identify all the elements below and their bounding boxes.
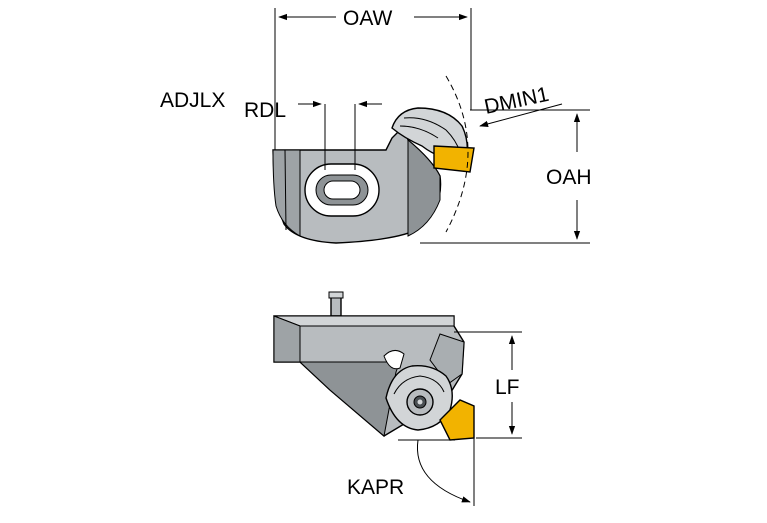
top-view-insert — [433, 145, 475, 173]
dmin1-dimension: DMIN1 — [479, 83, 563, 127]
rdl-label: RDL — [244, 99, 286, 122]
dmin1-arc — [445, 75, 469, 233]
top-view — [272, 75, 475, 244]
oah-dimension: OAH — [420, 109, 592, 244]
kapr-label: KAPR — [347, 476, 404, 499]
oaw-label: OAW — [343, 7, 393, 30]
oah-label: OAH — [546, 166, 592, 189]
top-view-side-plate — [407, 138, 441, 237]
top-view-flank — [272, 149, 301, 237]
lf-dimension: LF — [454, 331, 522, 439]
dmin1-label: DMIN1 — [482, 83, 551, 119]
side-view — [273, 291, 475, 441]
adjlx-label: ADJLX — [160, 89, 225, 112]
side-view-pin — [330, 295, 342, 317]
rdl-dimension: ADJLX RDL — [160, 89, 382, 170]
kapr-dimension: KAPR — [347, 412, 475, 506]
lf-label: LF — [495, 376, 520, 399]
oaw-dimension: OAW — [274, 7, 472, 150]
